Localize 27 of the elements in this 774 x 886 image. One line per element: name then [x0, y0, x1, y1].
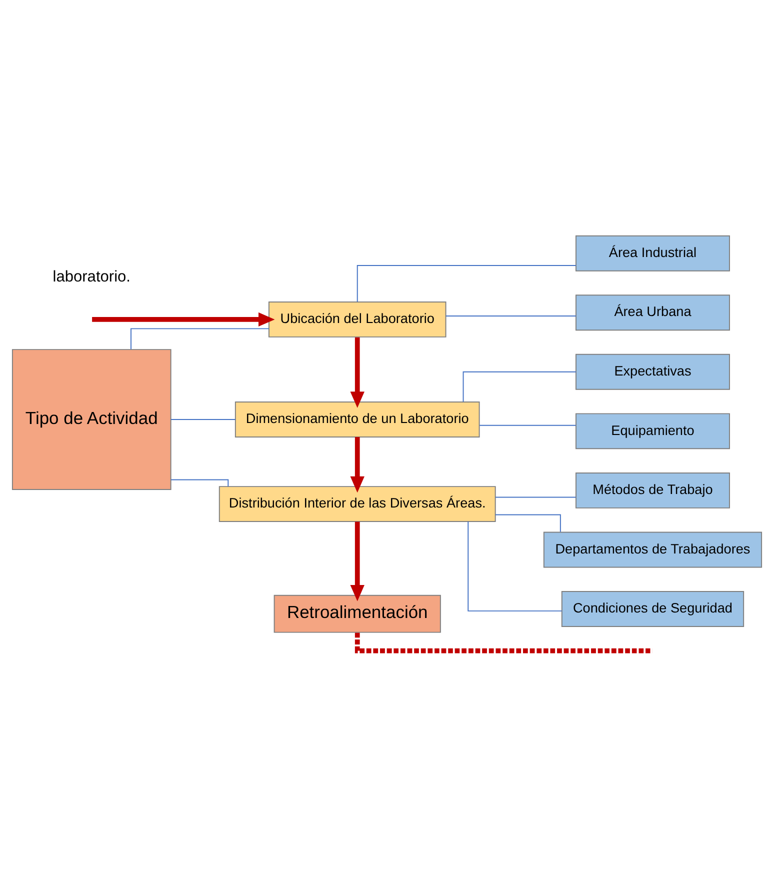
connector	[170, 478, 229, 486]
label: laboratorio.	[52, 268, 130, 285]
connector	[494, 514, 561, 532]
node-box: Condiciones de Seguridad	[561, 590, 744, 626]
arrow	[350, 336, 364, 408]
node-box: Área Industrial	[576, 234, 730, 271]
arrow	[350, 521, 364, 601]
arrow	[92, 312, 275, 326]
connector	[462, 370, 576, 402]
node-box: Área Urbana	[576, 294, 730, 330]
node-box: Distribución Interior de las Diversas Áreas.	[218, 486, 496, 522]
connector	[495, 496, 576, 498]
node-box: Retroalimentación	[274, 594, 441, 632]
node-box: Ubicación del Laboratorio	[268, 300, 446, 337]
connector	[446, 315, 576, 316]
node-box: Expectativas	[576, 353, 730, 390]
arrow	[350, 436, 364, 492]
connector	[479, 424, 576, 426]
connector	[170, 418, 236, 420]
node-box: Dimensionamiento de un Laboratorio	[234, 401, 480, 437]
node-box: Equipamiento	[576, 412, 730, 449]
node-box: Tipo de Actividad	[12, 348, 172, 490]
connector	[356, 264, 576, 302]
node-box: Métodos de Trabajo	[576, 472, 730, 508]
connector	[130, 328, 270, 350]
node-box: Departamentos de Trabajadores	[543, 531, 762, 568]
connector	[468, 520, 562, 611]
